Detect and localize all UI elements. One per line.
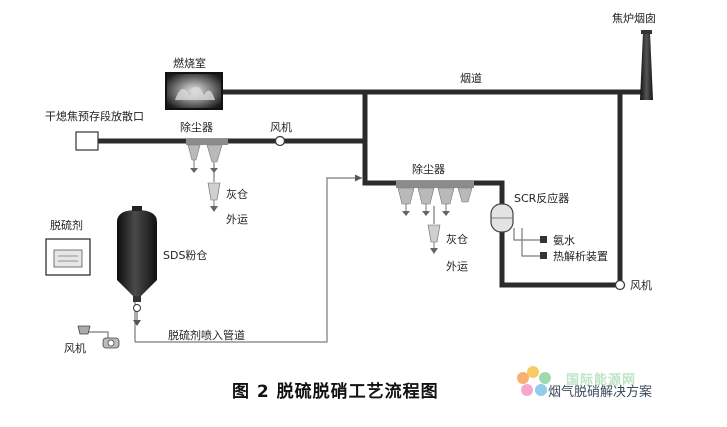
figure-caption: 图 2 脱硫脱硝工艺流程图 [232, 381, 439, 402]
scr-outlet-pipe [499, 229, 623, 288]
fan-1-icon [274, 135, 286, 147]
scr-reactor-label: SCR反应器 [514, 191, 569, 205]
watermark: 国际能源网 烟气脱硝解决方案 [517, 366, 652, 400]
dust-collector-2-label: 除尘器 [412, 162, 445, 176]
flue-pipes [95, 89, 645, 288]
ash-bin-1-label: 灰仓 [226, 187, 248, 201]
pyrolysis-line [521, 228, 540, 257]
desulfurizer-container [45, 238, 91, 276]
fan-2-label: 风机 [630, 278, 652, 292]
coke-oven-chimney [640, 30, 653, 100]
ash-bin-2 [427, 224, 441, 254]
watermark-line2: 国际能源网 [566, 372, 636, 388]
transport-2-label: 外运 [446, 260, 468, 273]
transport-1-label: 外运 [226, 213, 248, 226]
ammonia-water-label: 氨水 [553, 234, 575, 247]
pyrolysis-valve-icon [540, 252, 547, 259]
combustion-chamber-label: 燃烧室 [173, 56, 206, 70]
fan-3-label: 风机 [64, 341, 86, 355]
combustion-chamber [165, 72, 223, 110]
fan-3-icon [77, 325, 120, 349]
chimney-label: 焦炉烟囱 [612, 11, 656, 25]
flower-logo-icon [517, 366, 551, 396]
desulfurizer-label: 脱硫剂 [50, 218, 83, 232]
fan-2-icon [614, 279, 626, 291]
fan-1-label: 风机 [270, 120, 292, 134]
dust-collector-1-label: 除尘器 [180, 120, 213, 134]
injection-line [135, 174, 362, 343]
sds-silo [117, 206, 157, 326]
ash-bin-1 [207, 182, 221, 212]
flue-label: 烟道 [460, 71, 482, 85]
injection-pipe-label: 脱硫剂喷入管道 [168, 328, 245, 342]
ash-bin-2-label: 灰仓 [446, 232, 468, 246]
ammonia-line [513, 228, 540, 241]
cdq-vent-box [75, 131, 99, 151]
watermark-line1: 烟气脱硝解决方案 [548, 384, 652, 400]
scr-reactor [490, 203, 514, 233]
cdq-vent-label: 干熄焦预存段放散口 [45, 109, 144, 123]
sds-silo-label: SDS粉仓 [163, 248, 207, 262]
dust-collector-2 [396, 181, 474, 216]
ammonia-valve-icon [540, 236, 547, 243]
pyrolysis-device-label: 热解析装置 [553, 249, 608, 263]
dust-collector-1 [186, 139, 228, 173]
